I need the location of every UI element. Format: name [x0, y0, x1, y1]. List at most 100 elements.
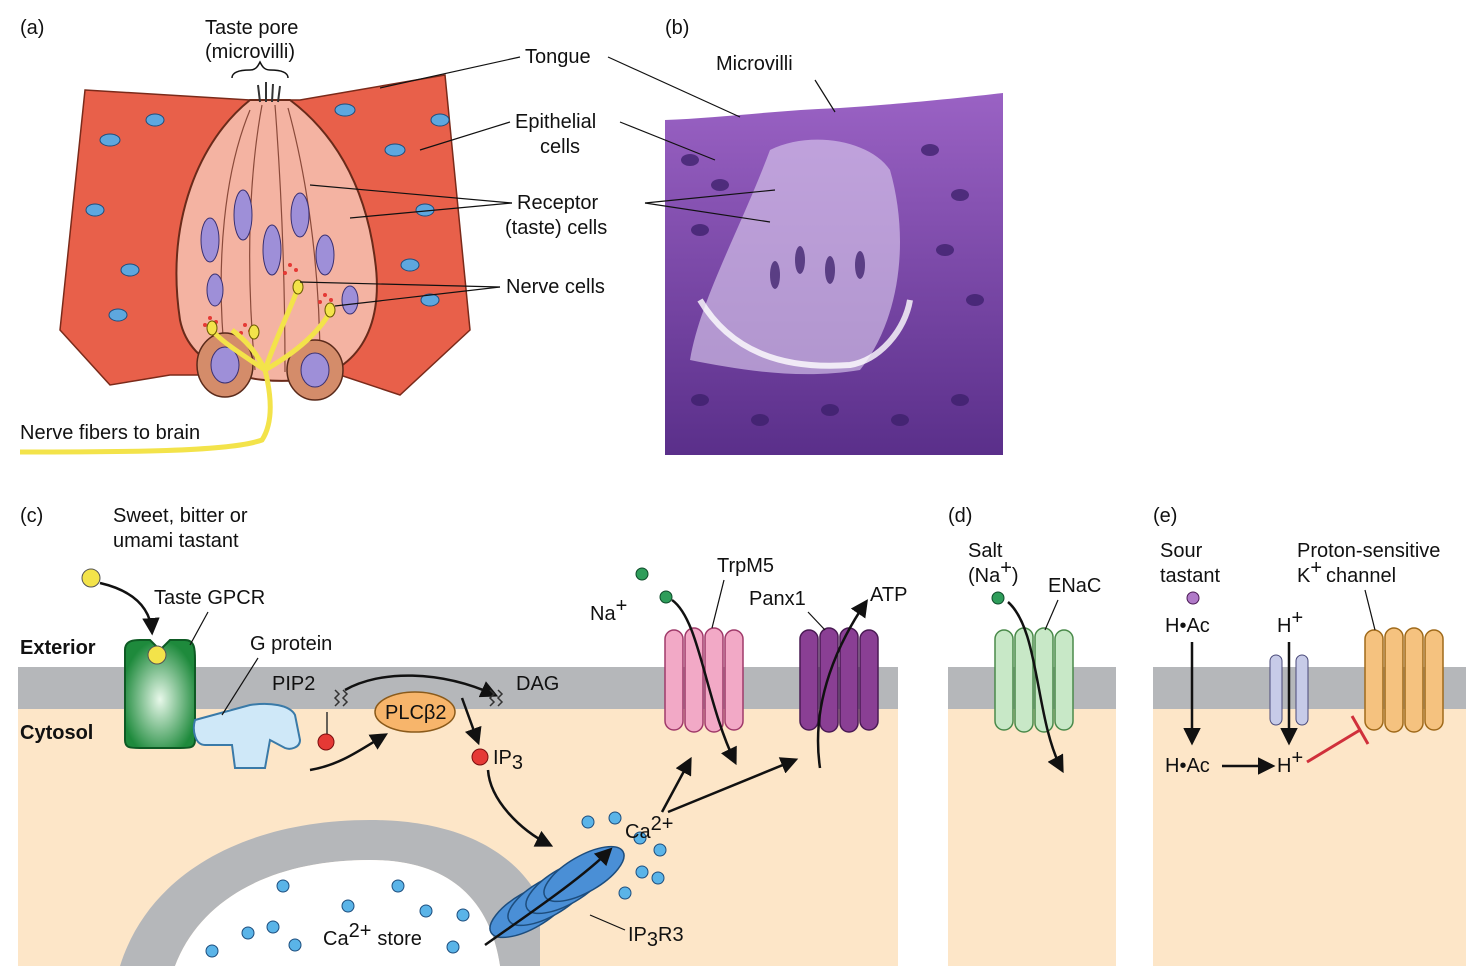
label-h-bottom: H+	[1277, 747, 1303, 777]
enac-channel	[994, 627, 1074, 733]
label-na: Na+	[590, 595, 627, 625]
basal-nucleus-left	[210, 346, 240, 384]
na-ion-1	[635, 567, 649, 581]
leader-lines-a	[299, 56, 521, 307]
cytosol-region-d	[948, 708, 1116, 966]
ip3-molecule	[471, 748, 489, 766]
proton-channel-left	[1269, 654, 1283, 726]
na-influx-arrow	[671, 598, 737, 766]
cytosol-region-e	[1153, 708, 1466, 966]
panel-label-a: (a)	[20, 17, 44, 39]
histology-nuclei	[681, 144, 984, 426]
panel-label-c: (c)	[20, 505, 43, 527]
panel-a: (a)	[19, 17, 607, 455]
histology-top-edge	[665, 93, 1003, 120]
gpcr-leader	[189, 611, 209, 646]
taste-pore-brace	[231, 60, 289, 79]
dag-lipid	[488, 689, 504, 707]
receptor-cell-nuclei	[200, 189, 359, 315]
ca-to-trpm5-arrow	[660, 756, 692, 813]
tastant-binding-arrow	[99, 581, 160, 636]
label-exterior: Exterior	[20, 637, 96, 659]
panel-label-e: (e)	[1153, 505, 1177, 527]
label-dag: DAG	[516, 673, 559, 695]
panx1-channel	[799, 627, 879, 733]
inhibition-line	[1306, 728, 1361, 764]
panel-e: (e) Sour tastant H•Ac H•Ac H+ H+ Proton-…	[1153, 505, 1466, 966]
basement-membrane	[697, 298, 913, 369]
nerve-fibers	[19, 287, 333, 455]
tastant-molecule	[81, 568, 101, 588]
ca-to-panx1-arrow	[667, 757, 799, 814]
label-trpm5: TrpM5	[717, 555, 774, 577]
na-ion-d	[991, 591, 1005, 605]
label-tastant-1: Sweet, bitter or	[113, 505, 248, 527]
ca-release-arrow	[484, 847, 613, 947]
taste-bud-section	[690, 139, 900, 375]
panel-label-d: (d)	[948, 505, 972, 527]
nerve-terminals	[206, 279, 336, 340]
label-tongue: Tongue	[525, 46, 591, 68]
label-ip3: IP3	[493, 747, 523, 774]
inhibition-bar	[1350, 715, 1370, 745]
leader-lines-b	[607, 56, 836, 223]
pip2-to-dag-arrow	[344, 674, 499, 698]
label-nerve-fibers: Nerve fibers to brain	[20, 422, 200, 444]
label-na-d: (Na+)	[968, 557, 1019, 587]
sour-tastant-molecule	[1186, 591, 1200, 605]
label-hac-top: H•Ac	[1165, 615, 1210, 637]
proton-channel-right	[1295, 654, 1309, 726]
pip2-headgroup	[317, 733, 335, 751]
label-cytosol: Cytosol	[20, 722, 93, 744]
panx1-leader	[807, 611, 826, 631]
label-receptor-1: Receptor	[517, 192, 598, 214]
pip2-to-ip3-arrow	[460, 697, 482, 746]
label-tastant-2: umami tastant	[113, 530, 239, 552]
pip2-lipid	[333, 689, 349, 707]
label-proton-1: Proton-sensitive	[1297, 540, 1440, 562]
label-sour-1: Sour	[1160, 540, 1203, 562]
label-hac-bottom: H•Ac	[1165, 755, 1210, 777]
label-enac: ENaC	[1048, 575, 1101, 597]
label-taste-pore-sub: (microvilli)	[205, 41, 295, 63]
gprotein-to-plc-arrow	[309, 733, 389, 772]
k-channel	[1364, 627, 1444, 733]
label-microvilli: Microvilli	[716, 53, 793, 75]
na-ion-2	[659, 590, 673, 604]
bound-tastant	[147, 645, 167, 665]
microvilli-tufts	[257, 82, 281, 103]
plc-beta2	[374, 691, 456, 733]
trpm5-leader	[711, 579, 725, 629]
label-atp: ATP	[870, 584, 907, 606]
panel-c: (c) Exterior Cytosol Sweet, bitter or um…	[18, 505, 907, 966]
taste-gpcr	[124, 639, 196, 749]
label-ip3r3: IP3R3	[628, 924, 684, 951]
er-membrane	[120, 820, 540, 966]
basal-nucleus-right	[300, 352, 330, 388]
g-protein	[192, 702, 302, 769]
label-epithelial-2: cells	[540, 136, 580, 158]
label-salt: Salt	[968, 540, 1003, 562]
label-panx1: Panx1	[749, 588, 806, 610]
na-influx-arrow-d	[1007, 601, 1064, 774]
ip3-to-receptor-arrow	[486, 769, 554, 847]
er-lumen	[175, 860, 500, 966]
label-taste-pore: Taste pore	[205, 17, 298, 39]
label-h-top: H+	[1277, 607, 1303, 637]
label-plcb2: PLCβ2	[385, 702, 447, 724]
g-protein-leader	[221, 657, 259, 716]
label-g-protein: G protein	[250, 633, 332, 655]
calcium-ions	[205, 811, 667, 958]
label-k-channel: K+channel	[1297, 557, 1396, 587]
label-pip2: PIP2	[272, 673, 315, 695]
label-nerve-cells: Nerve cells	[506, 276, 605, 298]
panel-label-b: (b)	[665, 17, 689, 39]
label-sour-2: tastant	[1160, 565, 1220, 587]
atp-release-arrow	[816, 599, 868, 769]
label-epithelial-1: Epithelial	[515, 111, 596, 133]
label-gpcr: Taste GPCR	[154, 587, 265, 609]
epithelial-nuclei	[85, 103, 450, 322]
panel-d: (d) Salt (Na+) ENaC	[948, 505, 1116, 966]
label-ca-store: Ca2+store	[323, 920, 422, 950]
